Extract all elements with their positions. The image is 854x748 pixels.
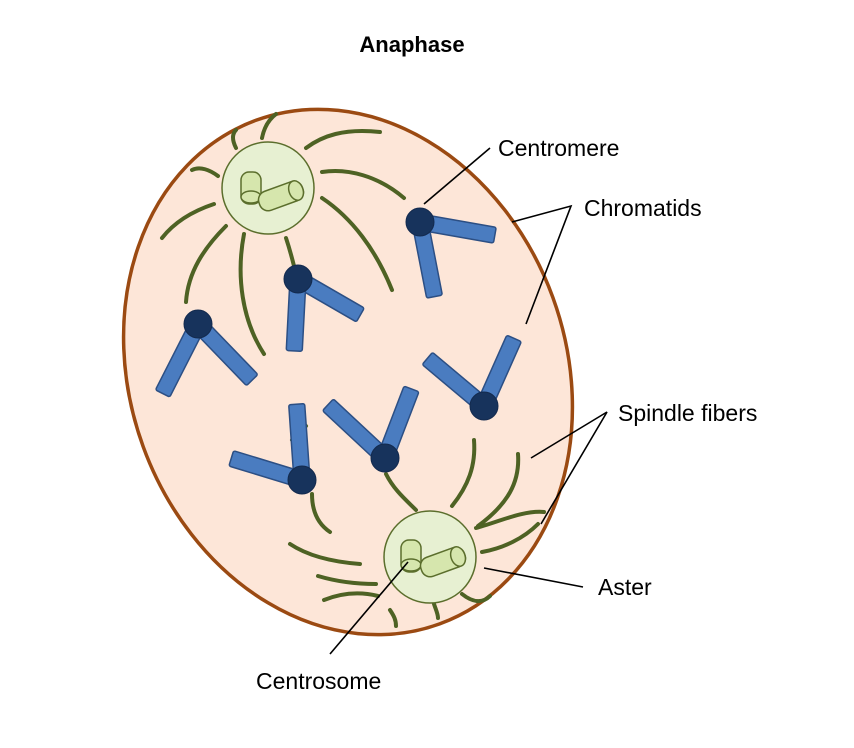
- upper-aster-fibers: [160, 112, 406, 356]
- spindle-fiber: [184, 224, 228, 304]
- chromosome-5: [322, 385, 420, 473]
- spindle-fiber: [388, 608, 398, 628]
- centromere: [283, 264, 313, 294]
- spindle-fiber: [450, 438, 477, 508]
- centrosome-label: Centrosome: [256, 668, 381, 694]
- spindle-fiber: [480, 522, 540, 554]
- chromatids-leader: [511, 204, 573, 325]
- spindle-fiber: [310, 492, 332, 534]
- centromere: [370, 443, 400, 473]
- centriole: [257, 180, 305, 212]
- spindle-fiber: [320, 196, 394, 292]
- spindle-fiber: [160, 202, 216, 240]
- centromere-label: Centromere: [498, 135, 619, 161]
- chromosome-1: [405, 207, 497, 299]
- centrosome-leader: [329, 561, 409, 655]
- spindle-fiber: [190, 166, 220, 178]
- spindle-fiber: [304, 129, 382, 150]
- centromere: [469, 391, 499, 421]
- diagram-title: Anaphase: [359, 32, 464, 57]
- spindle-fiber: [476, 452, 521, 528]
- lower-centrosome: [383, 510, 477, 604]
- aster-label: Aster: [598, 574, 652, 600]
- spindle-fiber: [284, 236, 296, 268]
- chromosome-6: [228, 403, 317, 495]
- spindle-fiber: [288, 542, 362, 566]
- leader-lines: [329, 147, 608, 655]
- spindle-fibers-leader: [530, 411, 608, 525]
- spindle-fibers-label: Spindle fibers: [618, 400, 757, 426]
- centromere-leader: [423, 147, 491, 205]
- spindle-fiber: [316, 574, 378, 586]
- spindle-fiber: [320, 169, 406, 200]
- centromere: [287, 465, 317, 495]
- spindle-fiber: [238, 232, 266, 356]
- cell-membrane: [121, 107, 575, 637]
- chromosome-4: [422, 335, 522, 421]
- spindle-fiber: [460, 592, 492, 603]
- chromosome-2: [283, 264, 365, 352]
- spindle-fiber: [474, 509, 546, 530]
- centriole: [240, 171, 262, 205]
- spindle-fiber: [322, 591, 380, 602]
- centriole: [419, 546, 467, 578]
- centromere: [183, 309, 213, 339]
- upper-centrosome: [221, 141, 315, 235]
- centrosome-body: [221, 141, 315, 235]
- spindle-fiber: [260, 112, 278, 140]
- centromere: [405, 207, 435, 237]
- spindle-fiber: [231, 128, 238, 150]
- aster-leader: [483, 567, 584, 588]
- spindle-fiber: [432, 602, 440, 620]
- chromosome-3: [155, 309, 258, 398]
- spindle-fiber: [384, 472, 418, 512]
- chromatids-label: Chromatids: [584, 195, 702, 221]
